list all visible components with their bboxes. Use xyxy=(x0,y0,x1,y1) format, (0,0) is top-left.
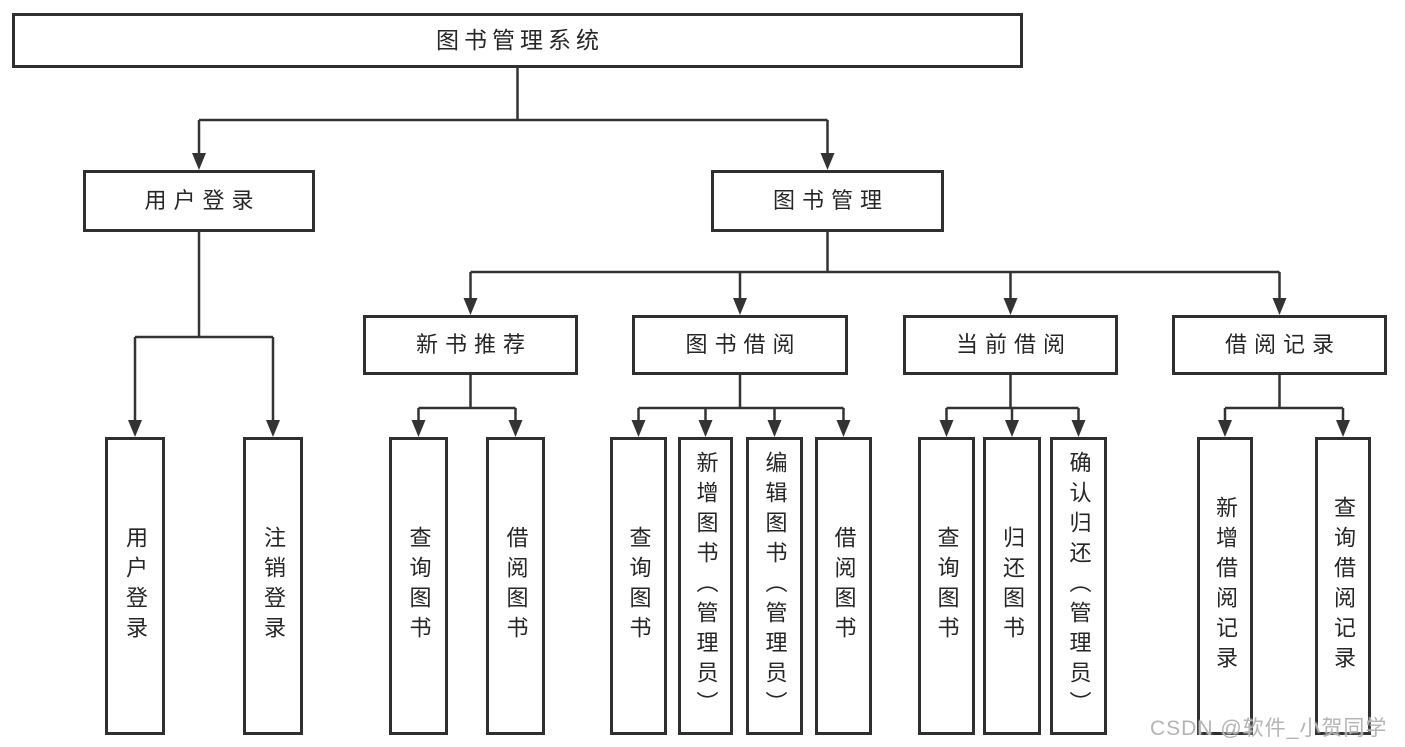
node-root: 图书管理系统 xyxy=(12,13,1023,68)
leaf-edit-books-admin: 编辑图书（管理员） xyxy=(746,437,803,735)
node-book-management: 图书管理 xyxy=(711,170,944,232)
leaf-query-borrow-record: 查询借阅记录 xyxy=(1315,437,1371,735)
leaf-logout-label: 注销登录 xyxy=(261,526,286,646)
leaf-return-books: 归还图书 xyxy=(983,437,1041,735)
node-current-borrowing: 当前借阅 xyxy=(903,315,1118,375)
node-book-borrowing-label: 图书借阅 xyxy=(685,332,802,357)
leaf-confirm-return-admin: 确认归还（管理员） xyxy=(1050,437,1107,735)
node-user-login-label: 用户登录 xyxy=(144,188,261,213)
leaf-borrow-books-recommend-label: 借阅图书 xyxy=(503,526,529,646)
node-current-borrowing-label: 当前借阅 xyxy=(955,332,1072,357)
node-borrowing-records-label: 借阅记录 xyxy=(1224,332,1341,357)
node-new-book-recommend: 新书推荐 xyxy=(363,315,578,375)
leaf-borrow-books-borrowing-label: 借阅图书 xyxy=(831,526,857,646)
leaf-add-books-admin-label: 新增图书（管理员） xyxy=(693,451,719,721)
node-book-management-label: 图书管理 xyxy=(772,188,889,213)
leaf-confirm-return-admin-label: 确认归还（管理员） xyxy=(1066,451,1092,721)
leaf-query-borrow-record-label: 查询借阅记录 xyxy=(1331,496,1356,676)
leaf-add-borrow-record-label: 新增借阅记录 xyxy=(1213,496,1238,676)
node-book-borrowing: 图书借阅 xyxy=(632,315,848,375)
leaf-add-books-admin: 新增图书（管理员） xyxy=(678,437,733,735)
leaf-query-books-borrowing-label: 查询图书 xyxy=(626,526,652,646)
leaf-user-login-label: 用户登录 xyxy=(123,526,148,646)
node-user-login: 用户登录 xyxy=(83,170,315,232)
watermark: CSDN @软件_小贺同学 xyxy=(1150,717,1388,740)
leaf-logout: 注销登录 xyxy=(243,437,303,735)
leaf-query-books-recommend: 查询图书 xyxy=(389,437,448,735)
leaf-user-login: 用户登录 xyxy=(105,437,165,735)
leaf-query-books-borrowing: 查询图书 xyxy=(610,437,667,735)
leaf-borrow-books-recommend: 借阅图书 xyxy=(486,437,545,735)
node-borrowing-records: 借阅记录 xyxy=(1172,315,1387,375)
node-root-label: 图书管理系统 xyxy=(436,27,604,53)
leaf-add-borrow-record: 新增借阅记录 xyxy=(1197,437,1253,735)
node-new-book-recommend-label: 新书推荐 xyxy=(415,332,532,357)
leaf-borrow-books-borrowing: 借阅图书 xyxy=(815,437,872,735)
connector-elbows xyxy=(133,68,1345,423)
leaf-query-books-current-label: 查询图书 xyxy=(934,526,960,646)
leaf-query-books-recommend-label: 查询图书 xyxy=(406,526,432,646)
leaf-return-books-label: 归还图书 xyxy=(1000,526,1025,646)
leaf-edit-books-admin-label: 编辑图书（管理员） xyxy=(762,451,788,721)
leaf-query-books-current: 查询图书 xyxy=(918,437,975,735)
